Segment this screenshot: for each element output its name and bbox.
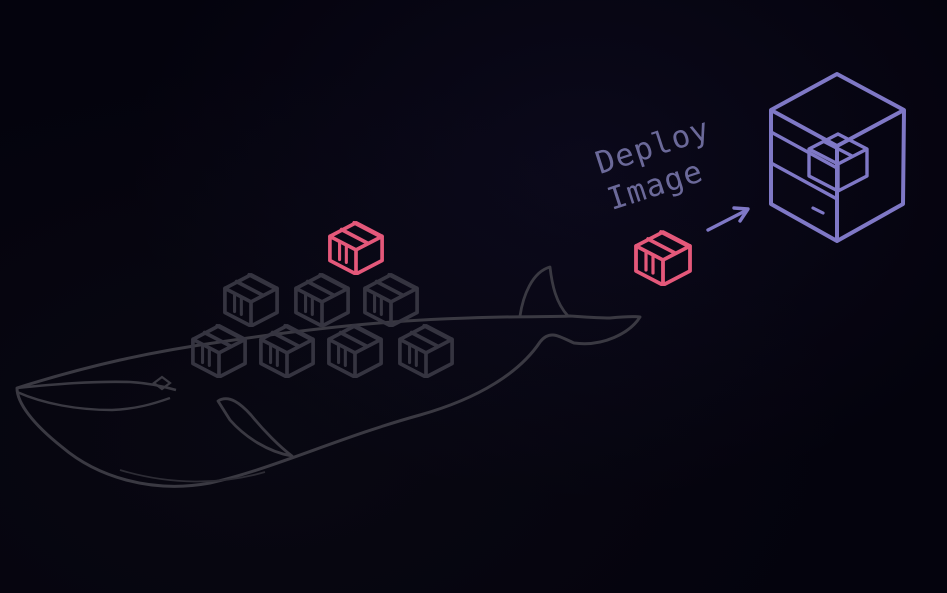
container-box-icon: [327, 323, 383, 378]
container-box-icon: [223, 272, 279, 327]
container-box-icon: [191, 323, 247, 378]
arrow-right-icon: [706, 206, 750, 232]
container-box-icon: [363, 272, 419, 327]
container-stack: [191, 220, 454, 378]
image-box-icon: [328, 220, 384, 275]
image-box-icon: [634, 230, 692, 286]
container-box-icon: [294, 272, 350, 327]
whale-icon: [15, 265, 642, 488]
deploy-image-label: Deploy Image: [591, 111, 714, 218]
server-cube-icon: [769, 72, 906, 243]
container-box-icon: [398, 323, 454, 378]
